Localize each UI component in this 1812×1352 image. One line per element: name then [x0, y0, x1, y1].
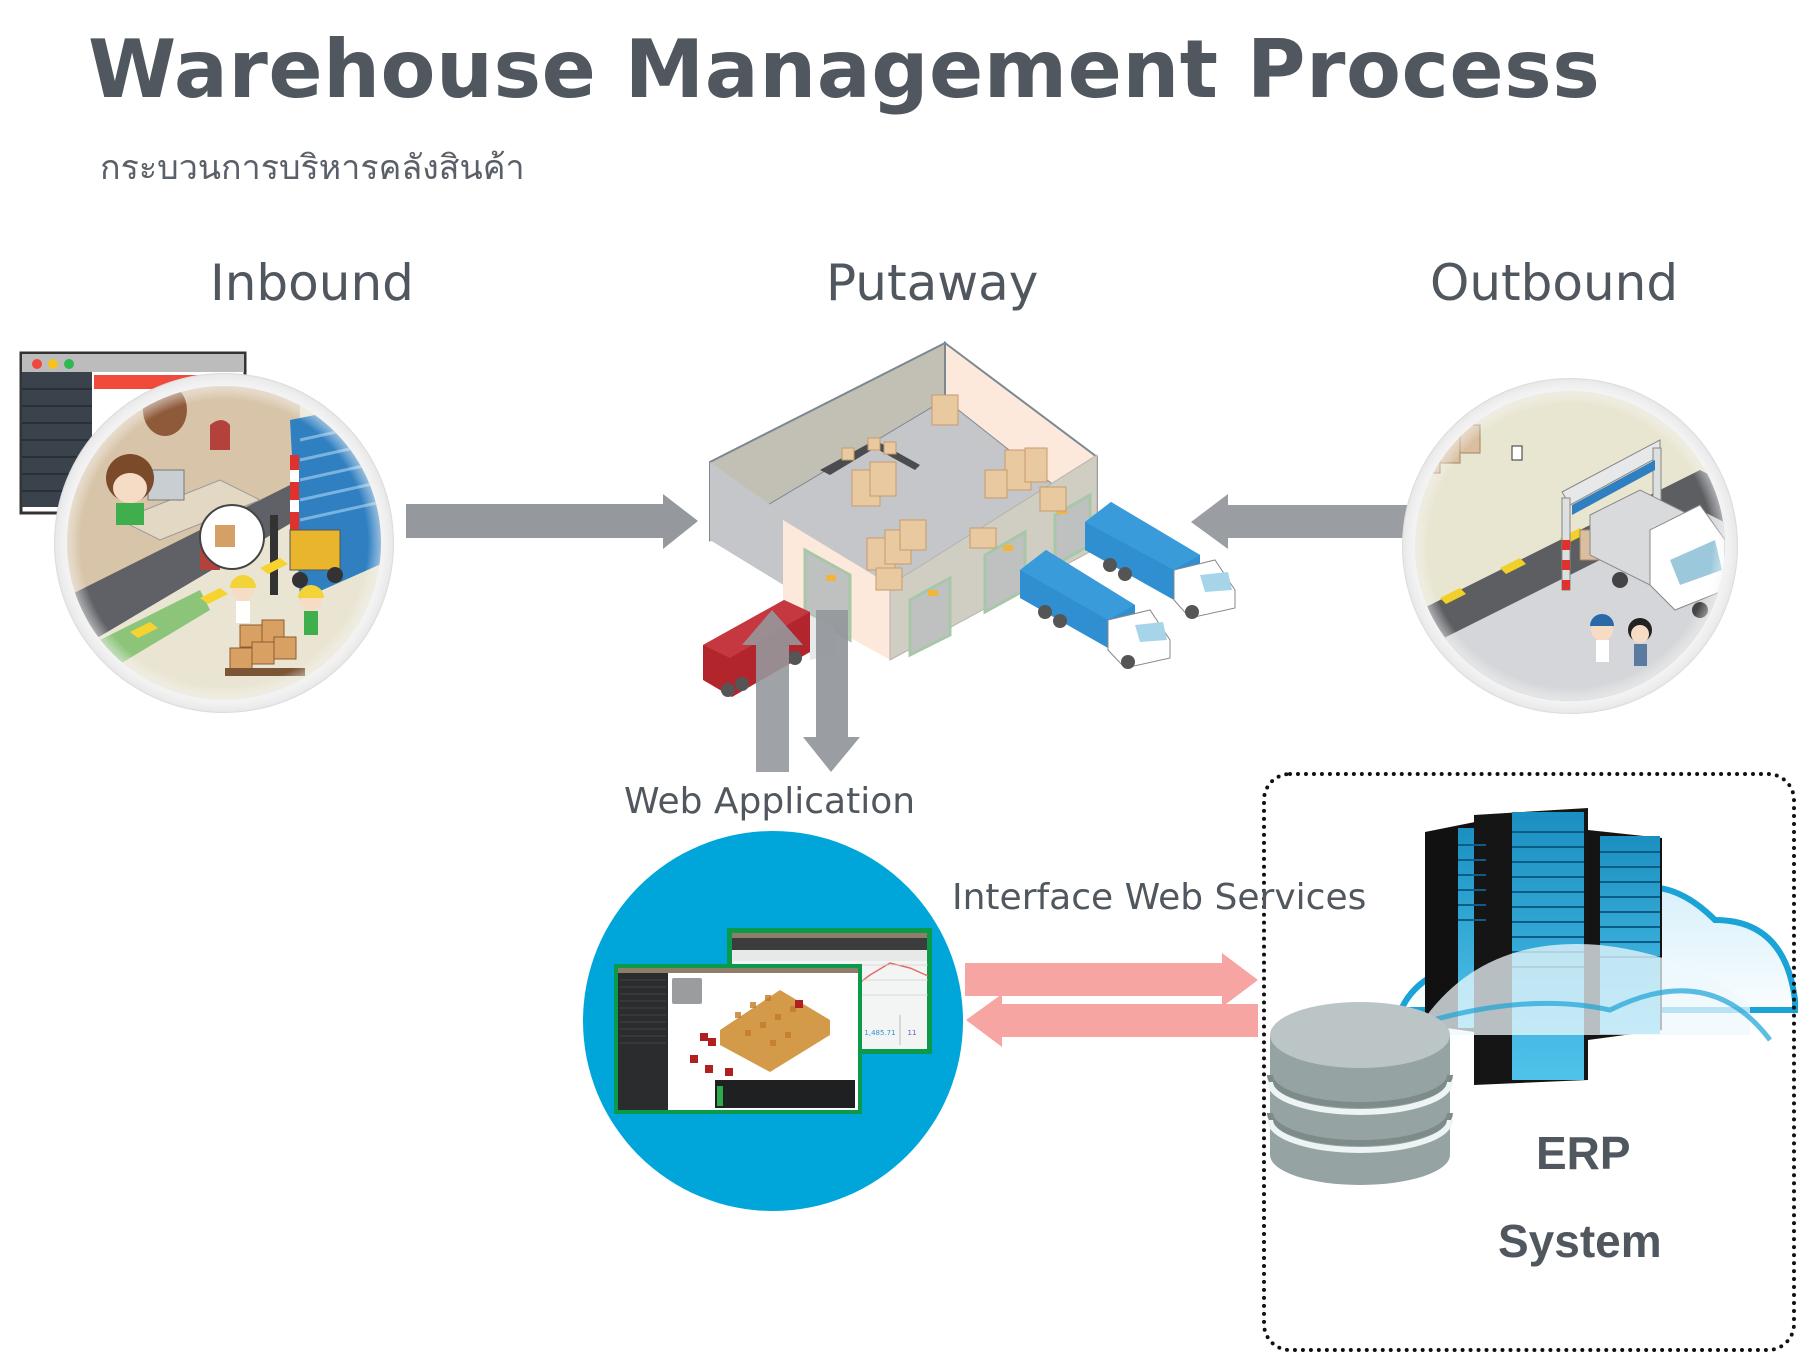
arrow-web-to-erp [965, 953, 1258, 1007]
database-icon [1267, 1002, 1453, 1185]
web-application-icon: 1,485.71 11 [583, 831, 963, 1211]
page-subtitle: กระบวนการบริหารคลังสินค้า [100, 148, 525, 188]
interface-web-services-label: Interface Web Services [952, 877, 1367, 918]
dashboard-value-1: 1,485.71 [864, 1029, 895, 1037]
warehouse-3d-screenshot [614, 964, 862, 1114]
stage-label-outbound: Outbound [1430, 254, 1679, 312]
erp-system-label: System [1498, 1215, 1662, 1267]
arrow-web-to-putaway [742, 610, 803, 772]
outbound-dock-illustration-icon [1402, 378, 1738, 714]
arrow-inbound-to-putaway [406, 494, 698, 549]
stage-label-putaway: Putaway [826, 254, 1039, 312]
arrow-putaway-to-web [803, 610, 860, 772]
inbound-office-illustration-icon [54, 373, 394, 713]
warehouse-isometric-icon [703, 341, 1236, 697]
arrow-erp-to-web [966, 994, 1258, 1047]
blue-truck-icon [1020, 550, 1171, 669]
server-cloud-icon [1392, 808, 1798, 1085]
stage-label-inbound: Inbound [210, 254, 414, 312]
web-application-label: Web Application [624, 781, 916, 822]
page-title: Warehouse Management Process [88, 23, 1601, 116]
blue-truck-icon [1085, 502, 1236, 619]
dashboard-value-2: 11 [908, 1029, 917, 1037]
erp-label: ERP [1536, 1127, 1631, 1179]
